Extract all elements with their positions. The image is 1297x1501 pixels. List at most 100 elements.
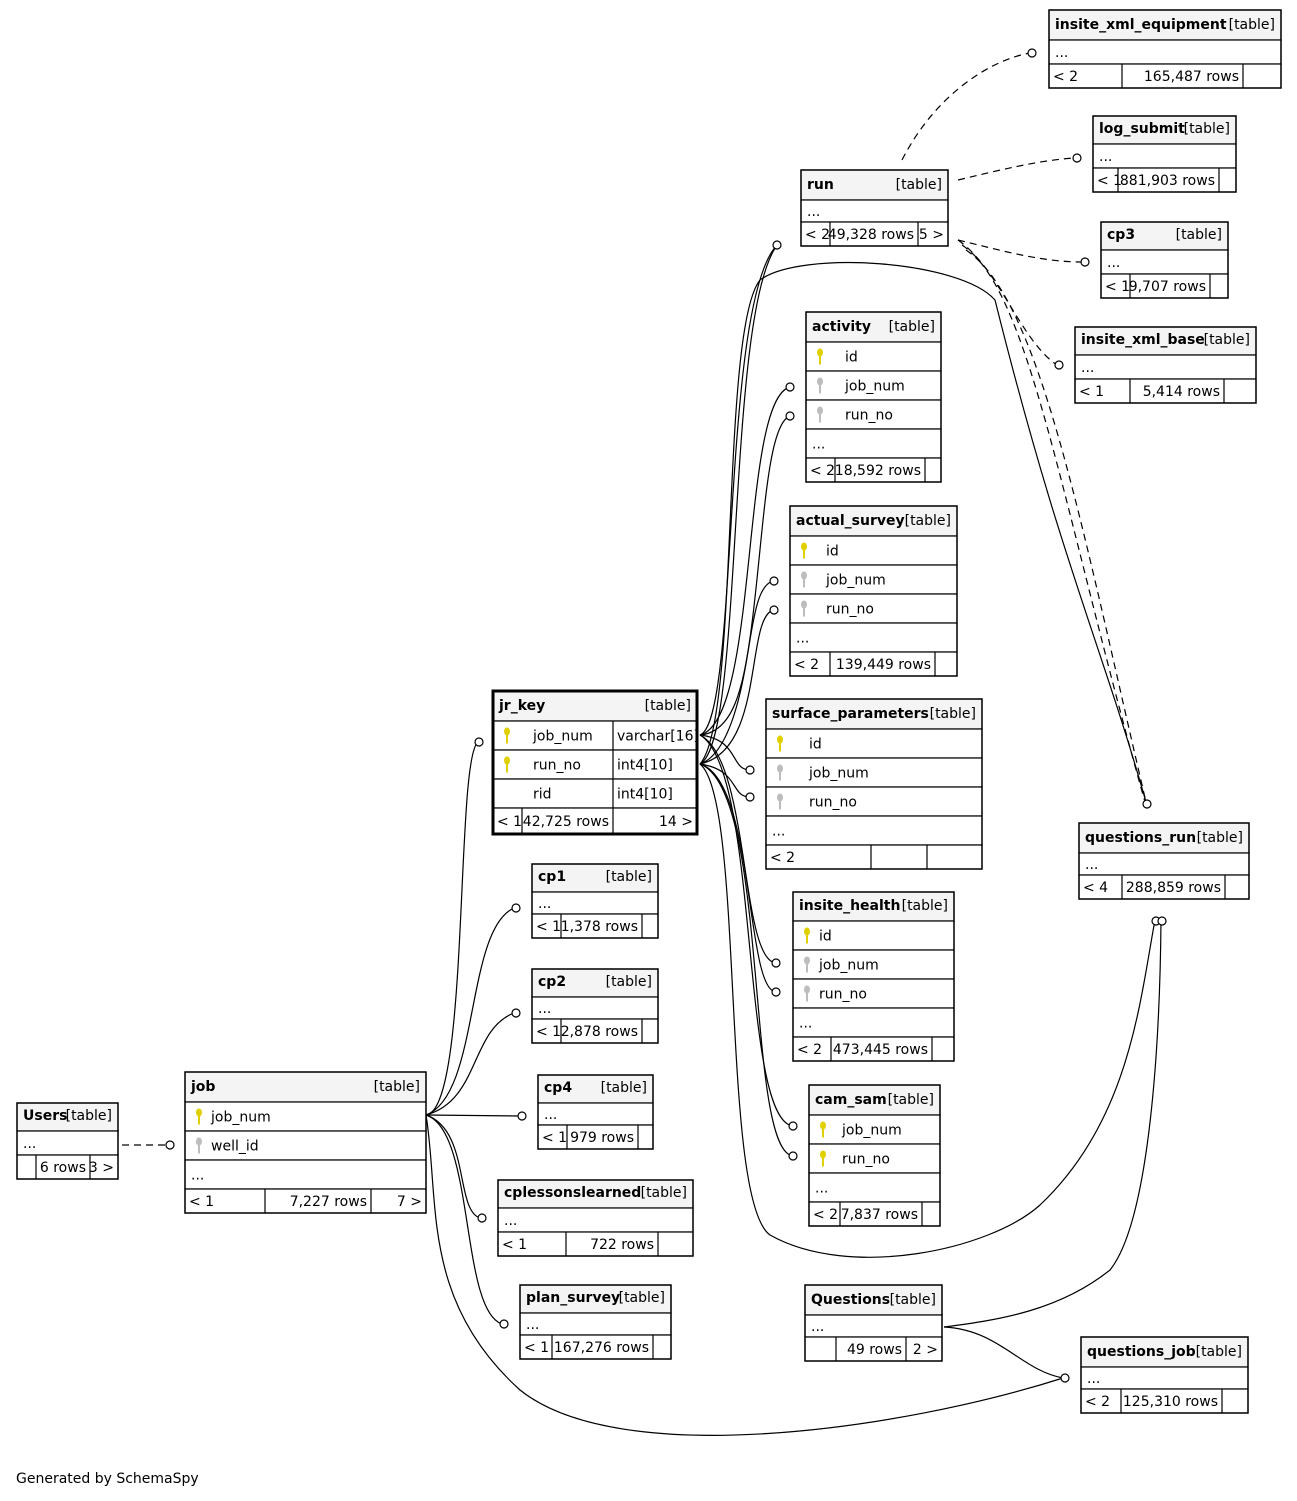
table-footer (497, 1231, 694, 1257)
edge-jrkey-surface-parameters-a (699, 734, 751, 771)
table-name: surface_parameters (772, 706, 929, 722)
table-cp3[interactable]: cp3[table]...< 19,707 rows (1100, 221, 1229, 299)
column-name: job_num (844, 379, 905, 395)
edge-job-jr-key (425, 741, 479, 1116)
column-name: job_num (210, 1110, 271, 1126)
parent-count[interactable]: < 1 (189, 1194, 214, 1210)
column-type: varchar[16] (617, 729, 699, 745)
table-kind-label: [table] (606, 974, 652, 990)
edge-jrkey-insite-health-b (699, 763, 777, 993)
table-border (805, 311, 942, 483)
table-name: Users (23, 1108, 67, 1124)
table-footer (792, 1036, 955, 1062)
edge-questions-questions-job (943, 1326, 1064, 1379)
table-name: insite_xml_equipment (1055, 17, 1227, 33)
table-kind-label: [table] (1184, 121, 1230, 137)
edge-job-cplessonslearned (425, 1114, 481, 1219)
child-count[interactable]: 5 > (919, 227, 944, 243)
parent-count[interactable]: < 1 (536, 1024, 561, 1040)
parent-count[interactable]: < 1 (1105, 279, 1130, 295)
column-row (804, 1314, 943, 1338)
column-name: ... (538, 1001, 551, 1017)
table-kind-label: [table] (1197, 830, 1243, 846)
table-border (765, 698, 983, 870)
table-kind-label: [table] (896, 177, 942, 193)
child-count[interactable]: 14 > (659, 814, 693, 830)
column-row (1080, 1366, 1249, 1390)
parent-count[interactable]: < 2 (805, 227, 830, 243)
table-kind-label: [table] (905, 513, 951, 529)
parent-count[interactable]: < 1 (542, 1130, 567, 1146)
table-insite-health[interactable]: insite_health[table]idjob_numrun_no...< … (792, 891, 955, 1062)
table-header (789, 505, 958, 537)
column-row (789, 622, 958, 653)
table-surface-parameters[interactable]: surface_parameters[table]idjob_numrun_no… (765, 698, 983, 870)
row-count: 979 rows (570, 1130, 634, 1146)
parent-count[interactable]: < 1 (502, 1237, 527, 1253)
parent-count[interactable]: < 1 (1097, 173, 1122, 189)
table-border (789, 505, 958, 677)
row-count: 722 rows (590, 1237, 654, 1253)
table-name: job (190, 1079, 215, 1095)
edge-run-insite-xml-equipment (901, 52, 1031, 161)
edge-run-questions-run-a (961, 244, 1146, 803)
parent-count[interactable]: < 4 (1083, 880, 1108, 896)
parent-count[interactable]: < 2 (794, 657, 819, 673)
edge-end-markers (165, 48, 1167, 1383)
edge-job-cp4 (425, 1114, 521, 1117)
table-name: cp1 (538, 869, 566, 885)
parent-count[interactable]: < 1 (524, 1340, 549, 1356)
parent-count[interactable]: < 2 (1053, 69, 1078, 85)
child-count[interactable]: 3 > (89, 1160, 114, 1176)
row-count: 288,859 rows (1126, 880, 1221, 896)
parent-count[interactable]: < 1 (497, 814, 522, 830)
column-row (765, 757, 983, 788)
parent-count[interactable]: < 2 (770, 850, 795, 866)
edge-questions-questions-run (943, 919, 1162, 1328)
child-count[interactable]: 7 > (397, 1194, 422, 1210)
table-border (792, 891, 955, 1062)
table-name: insite_health (799, 898, 900, 914)
child-count[interactable]: 2 > (913, 1342, 938, 1358)
parent-count[interactable]: < 1 (1079, 384, 1104, 400)
table-kind-label: [table] (890, 1292, 936, 1308)
parent-count[interactable]: < 2 (1085, 1394, 1110, 1410)
parent-count[interactable]: < 2 (813, 1207, 838, 1223)
parent-count[interactable]: < 1 (536, 919, 561, 935)
table-kind-label: [table] (1204, 332, 1250, 348)
parent-count[interactable]: < 2 (810, 463, 835, 479)
table-border (1078, 822, 1250, 900)
column-row (808, 1172, 941, 1203)
parent-count[interactable]: < 2 (797, 1042, 822, 1058)
column-name: ... (1107, 255, 1120, 271)
column-name: ... (1055, 45, 1068, 61)
row-count: 881,903 rows (1120, 173, 1215, 189)
column-name: run_no (845, 408, 893, 424)
table-kind-label: [table] (641, 1185, 687, 1201)
table-kind-label: [table] (889, 319, 935, 335)
column-row (1074, 354, 1257, 380)
column-name: job_num (841, 1123, 902, 1139)
table-actual-survey[interactable]: actual_survey[table]idjob_numrun_no...< … (789, 505, 958, 677)
row-count: 5,414 rows (1143, 384, 1220, 400)
column-name: id (826, 544, 839, 560)
row-count: 7,227 rows (290, 1194, 367, 1210)
row-count: 139,449 rows (836, 657, 931, 673)
